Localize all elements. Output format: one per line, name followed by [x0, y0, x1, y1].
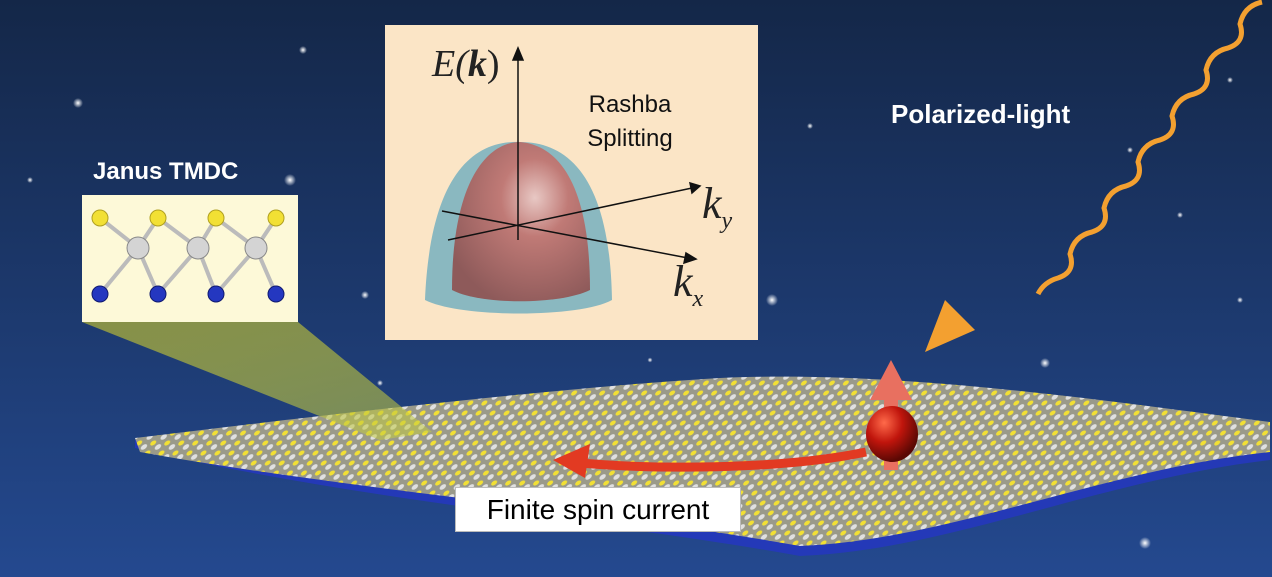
polarized-light-label: Polarized-light [891, 99, 1071, 129]
rashba-line1: Rashba [588, 91, 672, 118]
spin-current-label: Finite spin current [455, 487, 741, 532]
kx-sub: x [692, 285, 704, 312]
energy-axis-label: E(k) [432, 42, 500, 86]
ky-k: k [702, 179, 722, 228]
kx-k: k [673, 257, 693, 306]
rashba-inset-panel [385, 25, 758, 340]
spin-current-arrow [569, 447, 867, 472]
spin-current-arrowhead [553, 444, 590, 478]
zoom-cone [82, 322, 432, 440]
energy-paren: ) [486, 43, 500, 85]
inner-band [452, 142, 590, 302]
ky-axis-label: ky [702, 178, 732, 235]
rashba-line2: Splitting [587, 125, 673, 152]
ky-sub: y [721, 207, 733, 234]
stars [27, 46, 1243, 549]
janus-tmdc-label: Janus TMDC [93, 158, 239, 185]
light-arrowhead [925, 300, 975, 352]
energy-k: k [467, 43, 487, 85]
electron-sphere [866, 406, 918, 462]
kx-axis-label: kx [673, 256, 703, 313]
polarized-light-wave [925, 0, 1263, 352]
rashba-splitting-label: Rashba Splitting [560, 88, 700, 156]
janus-tmdc-structure-box [82, 195, 298, 322]
energy-e: E( [432, 43, 468, 85]
